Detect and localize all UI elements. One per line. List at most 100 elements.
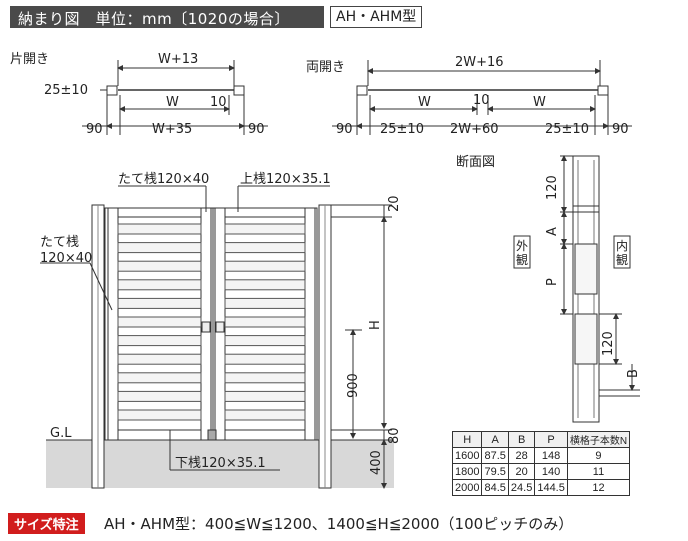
double-top-dim: 2W+16 bbox=[455, 55, 504, 70]
gl-label: G.L bbox=[50, 426, 72, 441]
slat bbox=[224, 390, 306, 402]
single-swing-plan bbox=[82, 60, 268, 135]
label-post-side-2: 120×40 bbox=[40, 251, 92, 266]
table-row: 2000 84.5 24.5 144.5 12 bbox=[451, 479, 631, 496]
cell: 9 bbox=[566, 447, 631, 464]
header-bar bbox=[10, 6, 324, 28]
cell: 11 bbox=[566, 463, 631, 480]
cell: 24.5 bbox=[507, 479, 536, 496]
dim-20: 20 bbox=[387, 195, 402, 212]
dim-h: H bbox=[368, 320, 383, 330]
slat bbox=[117, 279, 202, 291]
section-dim-120-bottom: 120 bbox=[601, 331, 616, 356]
section-dim-a: A bbox=[545, 227, 560, 236]
dim-80: 80 bbox=[387, 427, 402, 444]
double-gap-left: 25±10 bbox=[380, 122, 424, 137]
slat bbox=[224, 335, 306, 347]
slat bbox=[117, 297, 202, 309]
header: 納まり図 単位：mm〔1020の場合〕 AH・AHM型 bbox=[0, 0, 688, 36]
single-left-gap: 25±10 bbox=[44, 83, 88, 98]
single-side-right: 90 bbox=[248, 122, 265, 137]
label-lower-rail: 下桟120×35.1 bbox=[175, 456, 266, 471]
slat bbox=[224, 223, 306, 235]
label-post-top: たて桟120×40 bbox=[118, 172, 209, 187]
double-w-left: W bbox=[418, 95, 431, 110]
dim-400: 400 bbox=[369, 450, 384, 475]
slat bbox=[224, 260, 306, 272]
single-bottom-dim: W+35 bbox=[152, 122, 192, 137]
double-swing-plan bbox=[332, 60, 632, 135]
cell: 144.5 bbox=[534, 479, 568, 496]
inside-box bbox=[613, 235, 631, 269]
col-b: B bbox=[507, 431, 536, 448]
single-top-dim: W+13 bbox=[158, 52, 198, 67]
cell: 28 bbox=[507, 447, 536, 464]
elevation-leaders bbox=[40, 185, 330, 471]
single-side-left: 90 bbox=[86, 122, 103, 137]
section-profile bbox=[572, 155, 600, 423]
cell: 79.5 bbox=[481, 463, 509, 480]
section-dim-p: P bbox=[545, 278, 560, 286]
section-label: 断面図 bbox=[456, 155, 495, 170]
cell: 12 bbox=[566, 479, 631, 496]
double-side-left: 90 bbox=[336, 122, 353, 137]
slat bbox=[224, 409, 306, 421]
col-n: 横格子本数N bbox=[566, 431, 631, 448]
table-row: 1600 87.5 28 148 9 bbox=[451, 447, 631, 464]
single-w: W bbox=[166, 95, 179, 110]
cell: 2000 bbox=[451, 479, 483, 496]
col-a: A bbox=[481, 431, 509, 448]
single-ten: 10 bbox=[210, 95, 227, 110]
slat bbox=[117, 335, 202, 347]
outside-label: 外観 bbox=[516, 239, 528, 267]
slat bbox=[224, 353, 306, 365]
slat bbox=[224, 372, 306, 384]
label-upper-rail: 上桟120×35.1 bbox=[240, 172, 331, 187]
cell: 84.5 bbox=[481, 479, 509, 496]
spec-table: H A B P 横格子本数N 1600 87.5 28 148 9 1800 7… bbox=[451, 431, 631, 496]
col-h: H bbox=[451, 431, 483, 448]
cell: 1600 bbox=[451, 447, 483, 464]
dim-900: 900 bbox=[346, 373, 361, 398]
slat bbox=[224, 242, 306, 254]
label-post-side-1: たて桟 bbox=[40, 235, 79, 250]
slat bbox=[117, 372, 202, 384]
single-label: 片開き bbox=[10, 52, 49, 67]
cell: 20 bbox=[507, 463, 536, 480]
cell: 87.5 bbox=[481, 447, 509, 464]
custom-size-badge: サイズ特注 bbox=[8, 513, 85, 534]
section-dim-120-top: 120 bbox=[545, 175, 560, 200]
horizontal-slats bbox=[117, 223, 306, 421]
slat bbox=[117, 242, 202, 254]
footer: サイズ特注 AH・AHM型：400≦W≦1200、1400≦H≦2000（100… bbox=[0, 511, 688, 535]
double-side-right: 90 bbox=[612, 122, 629, 137]
double-w-right: W bbox=[533, 95, 546, 110]
slat bbox=[117, 316, 202, 328]
slat bbox=[224, 279, 306, 291]
inside-label: 内観 bbox=[616, 239, 628, 267]
vertical-dimensions bbox=[331, 204, 392, 489]
posts bbox=[91, 204, 332, 489]
outside-box bbox=[513, 235, 531, 269]
slat bbox=[117, 409, 202, 421]
cell: 140 bbox=[534, 463, 568, 480]
double-label: 両開き bbox=[306, 60, 345, 75]
table-header-row: H A B P 横格子本数N bbox=[451, 431, 631, 448]
page-title: 納まり図 単位：mm〔1020の場合〕 bbox=[18, 10, 290, 28]
table-row: 1800 79.5 20 140 11 bbox=[451, 463, 631, 480]
slat bbox=[117, 390, 202, 402]
section-dims bbox=[560, 155, 640, 397]
double-bottom-dim: 2W+60 bbox=[450, 122, 499, 137]
slat bbox=[117, 260, 202, 272]
col-p: P bbox=[534, 431, 568, 448]
model-badge: AH・AHM型 bbox=[330, 6, 423, 28]
slat bbox=[224, 316, 306, 328]
custom-size-text: AH・AHM型：400≦W≦1200、1400≦H≦2000（100ピッチのみ） bbox=[104, 515, 574, 533]
double-gap-right: 25±10 bbox=[545, 122, 589, 137]
cell: 148 bbox=[534, 447, 568, 464]
cell: 1800 bbox=[451, 463, 483, 480]
slat bbox=[117, 223, 202, 235]
section-dim-b: B bbox=[626, 369, 641, 378]
double-ten: 10 bbox=[473, 93, 490, 108]
